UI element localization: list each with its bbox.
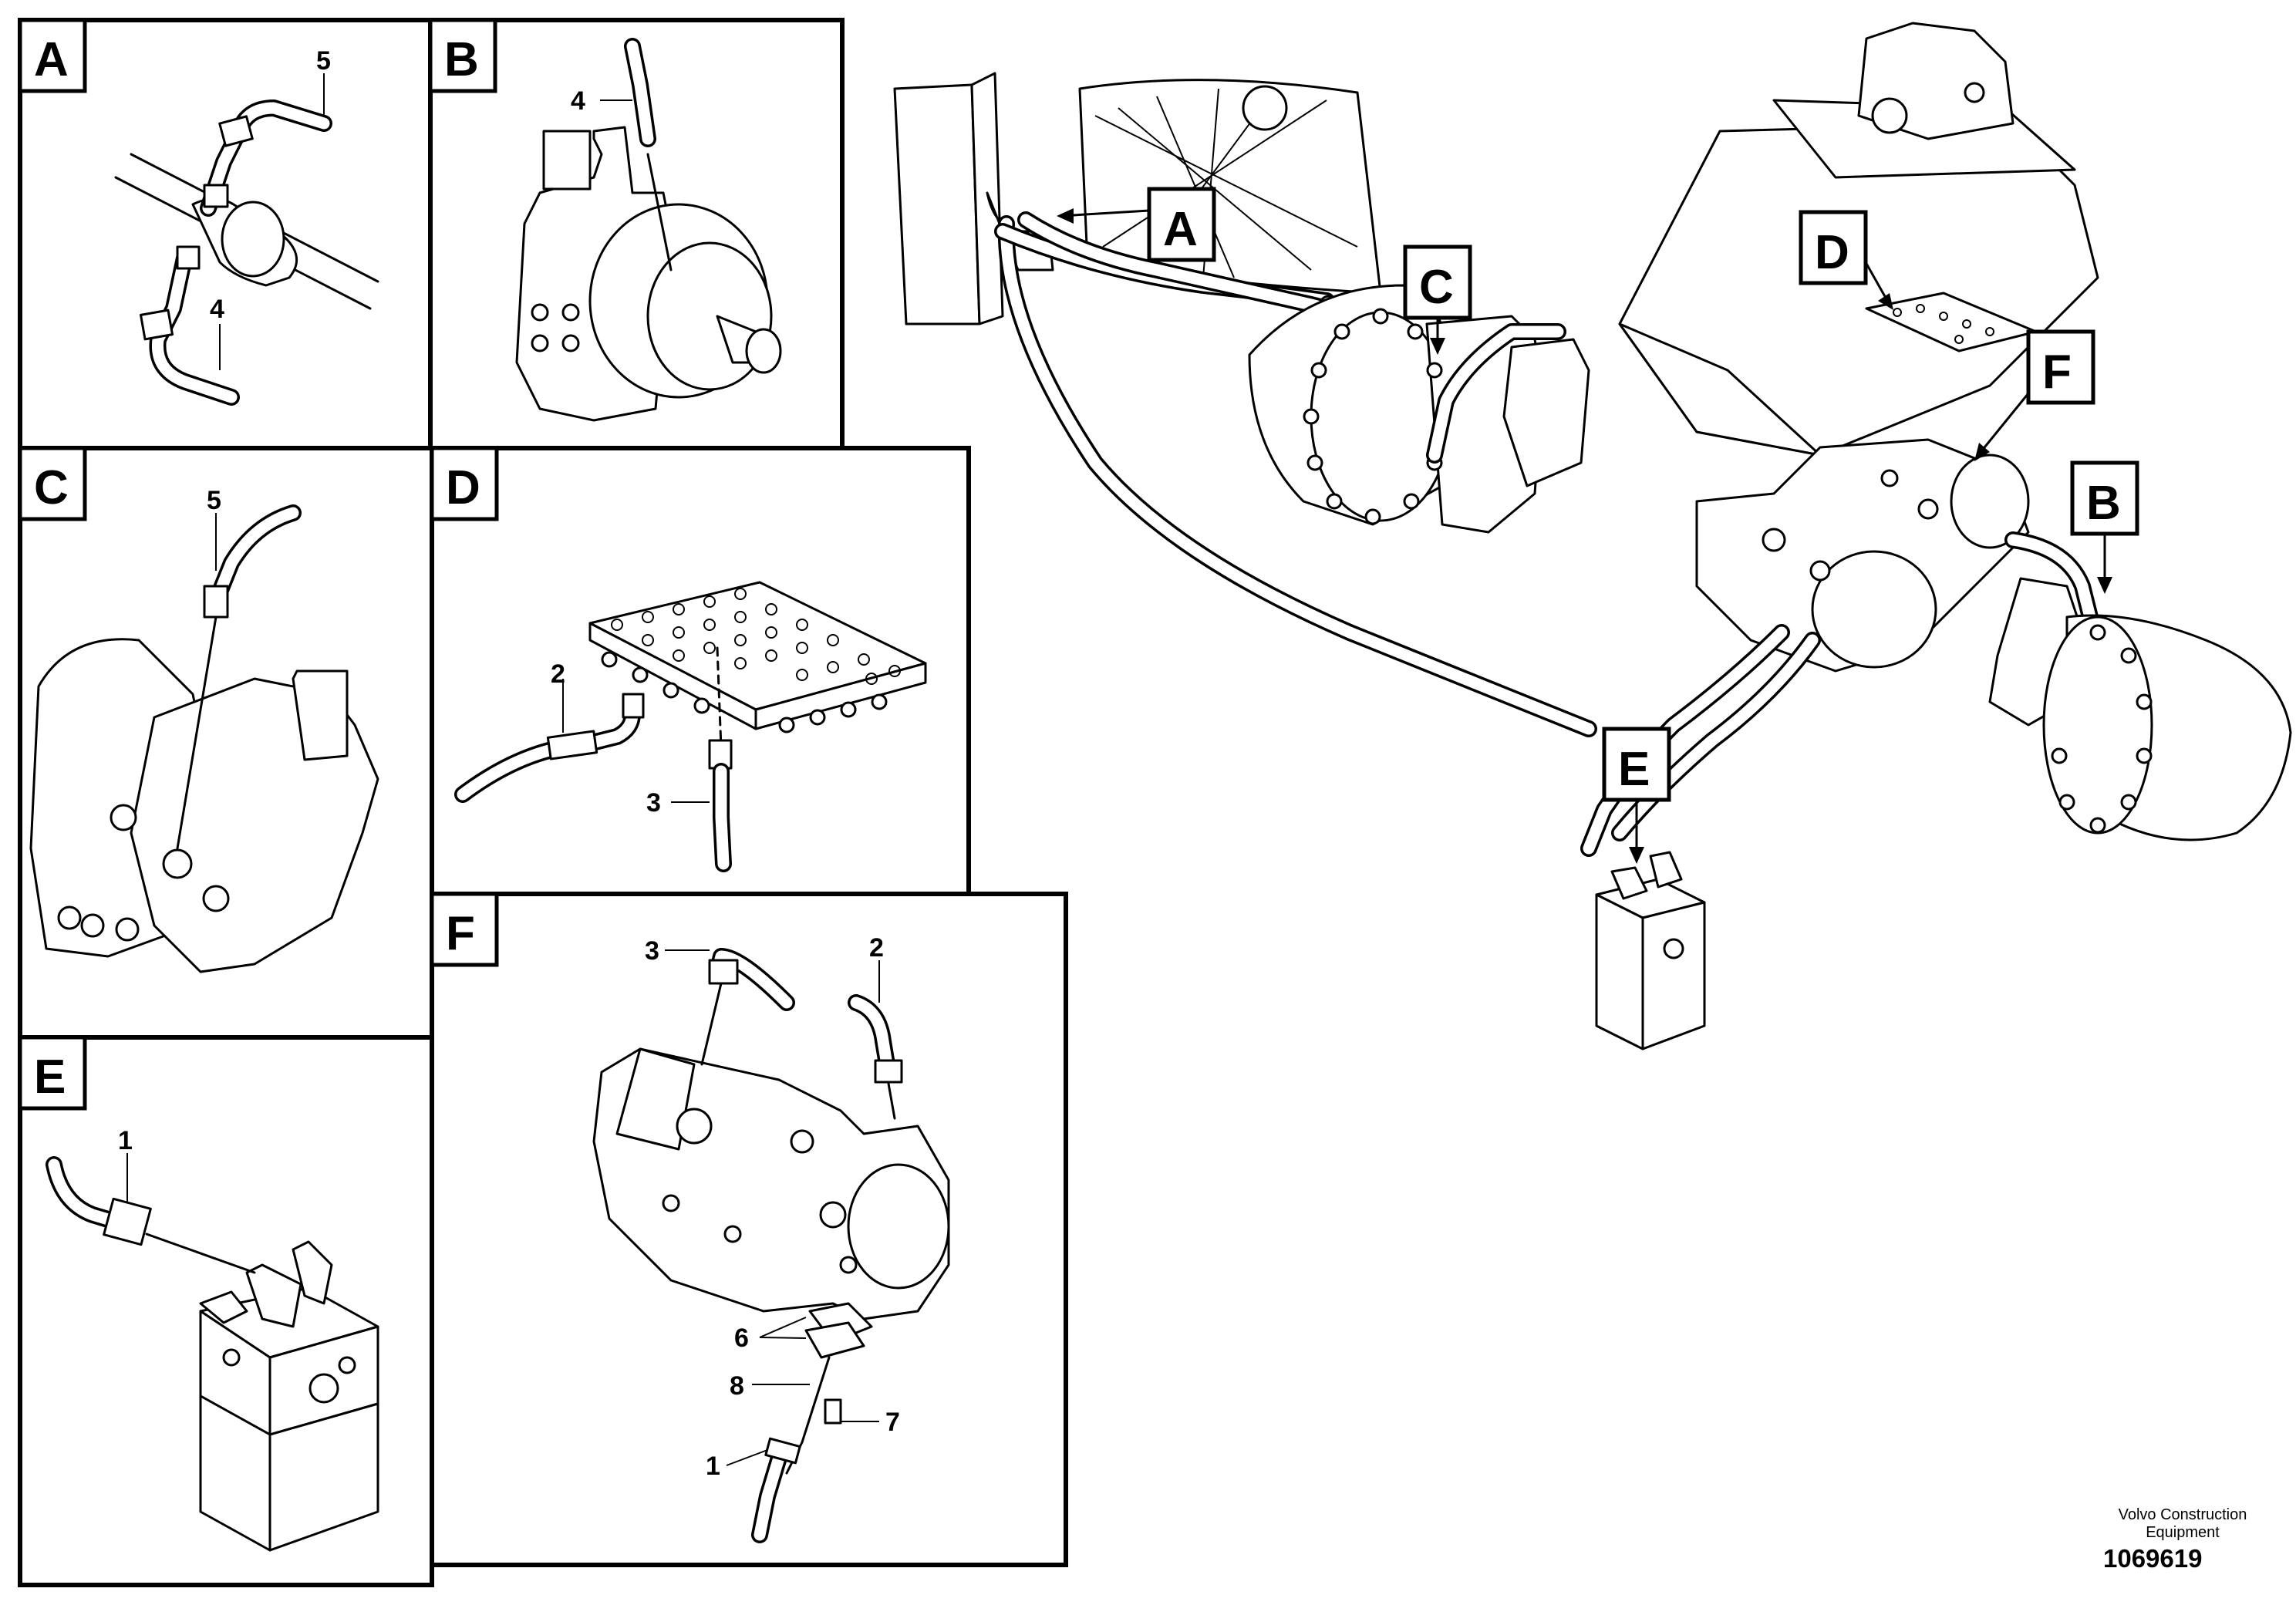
overview-tag-c: C [1403,244,1472,355]
callout-f-3: 3 [645,936,659,966]
machine-overview [893,22,2292,1050]
callout-f-1: 1 [706,1452,720,1481]
overview-tag-b-letter: B [2086,477,2121,530]
figure-number: 1069619 [2103,1544,2203,1573]
company-name-line2: Equipment [2146,1524,2220,1541]
panel-d-tag: D [446,461,480,514]
detail-panel-e: E 1 [18,1035,434,1587]
panel-f-tag: F [446,907,475,960]
overview-tag-f-letter: F [2042,346,2072,399]
overview-tag-e: E [1602,727,1671,864]
overview-tag-d: D [1799,210,1893,310]
panel-e-tag: E [34,1050,66,1104]
overview-tag-c-letter: C [1419,261,1454,314]
overview-tag-e-letter: E [1618,743,1650,796]
panel-c-tag: C [34,461,69,514]
callout-f-7: 7 [885,1408,900,1437]
callout-e-1: 1 [118,1126,133,1155]
callout-a-5: 5 [316,46,331,76]
overview-tag-d-letter: D [1815,226,1849,279]
detail-panel-a: A 5 4 [18,18,433,450]
manifold-plate-holes [611,588,901,685]
overview-tag-a-letter: A [1163,203,1198,256]
panel-a-tag: A [34,33,69,86]
detail-panel-c: C 5 [18,446,434,1040]
company-name-line1: Volvo Construction [2118,1506,2247,1523]
overview-tag-a: A [1057,187,1216,262]
callout-d-2: 2 [551,659,565,689]
callout-a-4: 4 [210,295,224,324]
detail-panel-b: B 4 [428,18,845,450]
callout-d-3: 3 [646,788,661,818]
callout-f-6: 6 [734,1324,749,1353]
callout-f-8: 8 [730,1371,744,1401]
callout-c-5: 5 [207,486,221,515]
detail-panel-f: F 3 2 6 8 [430,892,1068,1567]
panel-b-tag: B [444,33,479,86]
detail-panel-d: D 2 [430,446,971,896]
overview-tag-f: F [1974,329,2095,461]
callout-b-4: 4 [571,86,585,116]
overview-tag-b: B [2070,460,2139,594]
callout-f-2: 2 [869,933,884,963]
